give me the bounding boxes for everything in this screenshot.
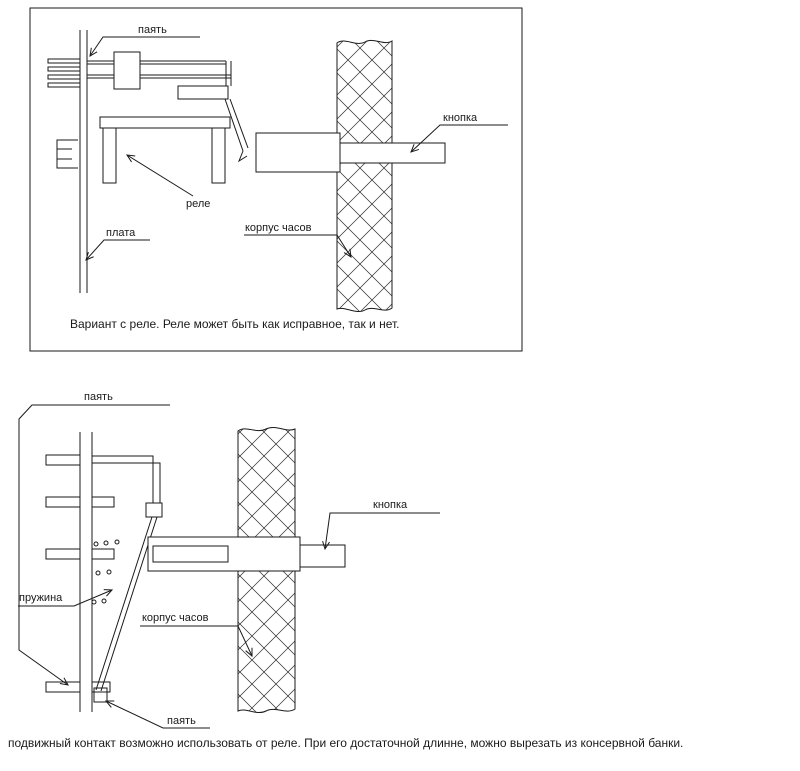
circuit-board — [79, 30, 88, 293]
label-button: кнопка — [443, 112, 478, 124]
label-button: кнопка — [373, 499, 408, 511]
label-solder-bottom: паять — [167, 715, 196, 727]
label-clock-case: корпус часов — [245, 222, 312, 234]
clock-case-leader — [140, 625, 253, 658]
solder-bottom-leader — [104, 700, 210, 729]
wires — [87, 60, 232, 86]
button-shape — [147, 536, 346, 572]
button-leader — [410, 124, 508, 153]
solder-top-leader — [18, 404, 170, 686]
spring-leader — [18, 589, 114, 607]
label-clock-case: корпус часов — [142, 612, 209, 624]
l-wire — [92, 455, 161, 503]
diagram-frame — [29, 7, 523, 352]
label-relay: реле — [186, 198, 210, 210]
diagram-spring-variant: паять кнопка пружина корпус часов паять … — [8, 391, 683, 750]
label-spring: пружина — [19, 592, 63, 604]
button-leader — [322, 512, 440, 551]
relay-shape — [99, 116, 231, 184]
relay-armature — [177, 85, 249, 163]
clock-case-leader — [244, 234, 352, 258]
caption-spring-variant: подвижный контакт возможно использовать … — [8, 736, 683, 750]
circuit-board — [79, 432, 93, 712]
component-box — [113, 51, 141, 90]
label-solder-top: паять — [84, 391, 113, 403]
solder-dots — [91, 539, 120, 605]
solder-pins — [47, 58, 81, 88]
spring-anchor — [145, 502, 163, 518]
relay-leader — [125, 154, 194, 197]
label-board: плата — [106, 227, 136, 239]
caption-relay-variant: Вариант с реле. Реле может быть как испр… — [70, 317, 399, 331]
clock-case-wall-top — [336, 39, 393, 313]
solder-pins — [45, 454, 115, 693]
contact-clip — [56, 139, 78, 169]
board-leader — [85, 239, 150, 261]
label-solder: паять — [138, 24, 167, 36]
solder-leader — [89, 36, 200, 57]
diagram-relay-variant: паять кнопка реле плата корпус часов Вар… — [29, 7, 523, 352]
